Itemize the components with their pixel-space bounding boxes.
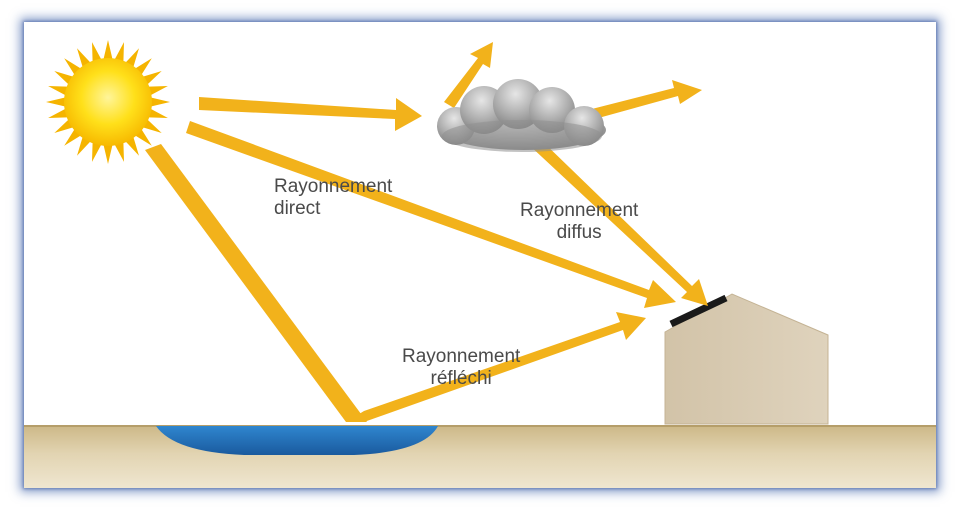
arrow-sun-to-water <box>145 144 367 422</box>
house-icon <box>664 293 829 425</box>
label-diffus-line2: diffus <box>556 222 602 243</box>
solar-panel <box>669 294 728 328</box>
label-reflechi-line1: Rayonnement <box>402 346 521 367</box>
label-diffuse-radiation: Rayonnement diffus <box>520 200 638 244</box>
solar-radiation-diagram <box>24 40 936 488</box>
label-reflected-radiation: Rayonnement réfléchi <box>402 346 520 390</box>
radiation-arrows <box>145 42 708 422</box>
label-diffus-line1: Rayonnement <box>520 200 639 221</box>
arrow-sun-to-cloud <box>199 97 422 131</box>
arrow-cloud-up <box>444 42 493 108</box>
label-direct-radiation: Rayonnement direct <box>274 176 392 220</box>
arrow-cloud-up-right <box>580 80 702 122</box>
ground <box>24 426 936 488</box>
arrow-cloud-to-house <box>528 137 708 306</box>
sun-icon <box>46 40 170 164</box>
label-direct-line2: direct <box>274 198 321 219</box>
label-direct-line1: Rayonnement <box>274 176 393 197</box>
arrow-water-to-house <box>346 312 646 422</box>
label-reflechi-line2: réfléchi <box>430 368 492 389</box>
water-pond-icon <box>156 426 438 455</box>
arrow-sun-to-house <box>186 121 676 308</box>
diagram-frame: Rayonnement direct Rayonnement diffus Ra… <box>24 22 936 488</box>
cloud-icon <box>437 79 606 152</box>
